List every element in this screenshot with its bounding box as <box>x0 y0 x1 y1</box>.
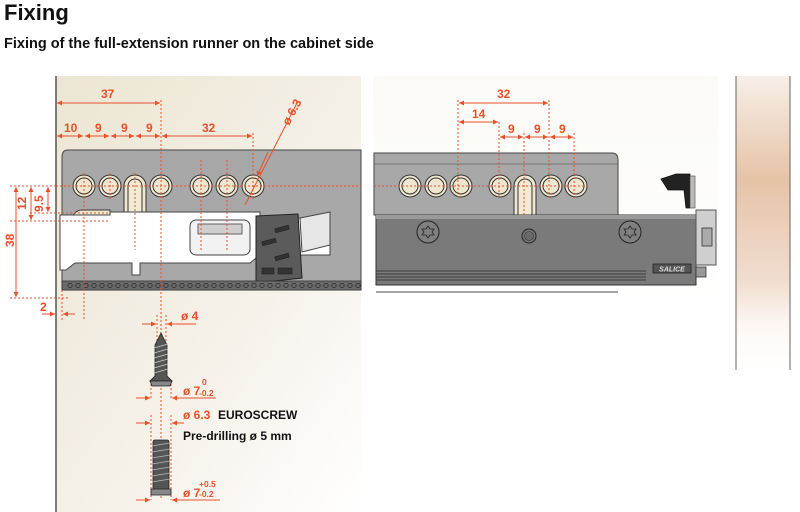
dim-10: 10 <box>64 121 78 135</box>
ball-bearing <box>235 282 241 289</box>
screw-details: ø 4 ø 7 0 -0.2 ø 6.3 EUROSCREW Pre-drill… <box>136 300 298 503</box>
ball-bearing <box>195 282 201 289</box>
ball-bearing <box>131 282 137 289</box>
ball-bearing <box>275 282 281 289</box>
ball-bearing <box>307 282 313 289</box>
ball-bearing <box>331 282 337 289</box>
ball-bearing <box>155 282 161 289</box>
euroscrew-diameter: ø 6.3 <box>183 408 211 422</box>
brand-label: SALICE <box>659 267 685 274</box>
ball-bearing <box>355 282 361 289</box>
dim-9-right-b: 9 <box>534 122 541 136</box>
ball-bearing <box>115 282 121 289</box>
ball-bearing <box>291 282 297 289</box>
screw-head-tol-upper: 0 <box>202 377 207 387</box>
euroscrew-head-tol-upper: +0.5 <box>199 479 216 489</box>
dim-9-b: 9 <box>121 121 128 135</box>
drawer-front-panel <box>735 76 791 370</box>
right-dimensions <box>374 100 590 215</box>
right-view: SALICE 32 14 9 9 9 <box>373 76 718 301</box>
ball-bearing <box>243 282 249 289</box>
ball-bearing <box>179 282 185 289</box>
ball-bearing <box>67 282 73 289</box>
rail-screw-icon <box>416 220 440 244</box>
ball-bearing <box>251 282 257 289</box>
screw-shank-diameter: ø 4 <box>181 309 199 323</box>
predrilling-label: Pre-drilling ø 5 mm <box>183 429 292 443</box>
dim-9-right-c: 9 <box>559 122 566 136</box>
ball-bearing <box>347 282 353 289</box>
ball-bearing <box>75 282 81 289</box>
ball-bearing <box>259 282 265 289</box>
rail-screw-icon <box>618 220 642 244</box>
euroscrew-label: EUROSCREW <box>218 408 298 422</box>
ball-bearing <box>123 282 129 289</box>
dim-12: 12 <box>15 196 29 210</box>
page-title: Fixing <box>4 0 69 25</box>
euroscrew-head-diameter: ø 7 <box>183 486 201 500</box>
ball-bearing <box>299 282 305 289</box>
ball-bearing <box>267 282 273 289</box>
dim-32-right: 32 <box>497 87 511 101</box>
dim-14: 14 <box>472 107 486 121</box>
ball-bearing <box>219 282 225 289</box>
ball-bearing <box>163 282 169 289</box>
ball-bearing <box>139 282 145 289</box>
dim-9-right-a: 9 <box>508 122 515 136</box>
left-view: 37 10 9 9 9 32 ø 6.3 12 9.5 38 2 <box>3 76 362 512</box>
runner-left <box>59 149 362 291</box>
dim-2: 2 <box>40 300 47 314</box>
ball-bearing <box>227 282 233 289</box>
page-subtitle: Fixing of the full-extension runner on t… <box>4 36 374 52</box>
ball-bearing <box>203 282 209 289</box>
ball-bearing <box>315 282 321 289</box>
dim-38: 38 <box>3 233 17 247</box>
ball-bearing <box>99 282 105 289</box>
screw-head-tol-lower: -0.2 <box>199 388 214 398</box>
dim-9-5: 9.5 <box>32 195 46 212</box>
ball-bearing <box>187 282 193 289</box>
euroscrew-icon <box>150 439 172 496</box>
euroscrew-head-tol-lower: -0.2 <box>199 489 214 499</box>
rail-hole-icon <box>521 228 537 244</box>
left-dimensions <box>10 100 361 330</box>
ball-bearing <box>107 282 113 289</box>
ball-bearing <box>171 282 177 289</box>
ball-bearing <box>339 282 345 289</box>
ball-bearing <box>283 282 289 289</box>
wood-screw-icon <box>149 332 173 387</box>
ball-bearing <box>323 282 329 289</box>
dim-32: 32 <box>202 121 216 135</box>
ball-bearing <box>147 282 153 289</box>
dim-9-a: 9 <box>95 121 102 135</box>
ball-bearing <box>91 282 97 289</box>
ball-bearing <box>211 282 217 289</box>
cabinet-side-background <box>56 76 361 512</box>
dim-9-c: 9 <box>146 121 153 135</box>
dim-37: 37 <box>101 87 115 101</box>
screw-head-diameter: ø 7 <box>183 384 201 398</box>
